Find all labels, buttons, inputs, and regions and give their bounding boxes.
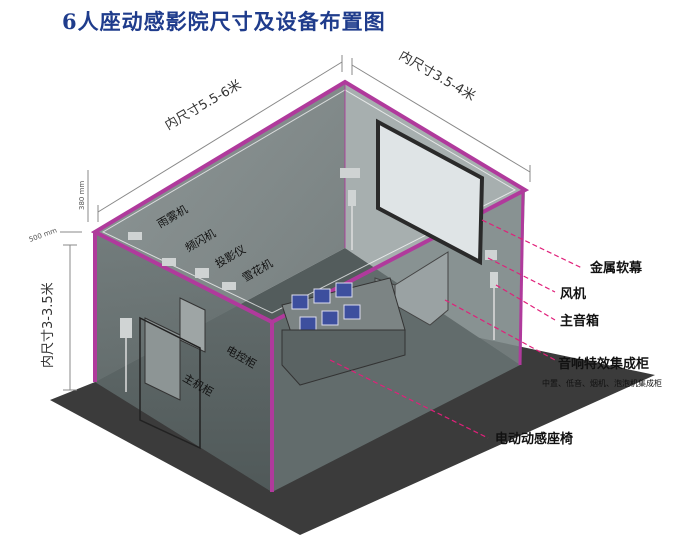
metal-screen-callout: 金属软幕: [589, 260, 643, 276]
ceiling-frame: [90, 79, 530, 325]
main-speaker-left: [120, 318, 132, 392]
edge-right: [518, 191, 525, 366]
electric-cabinet: [179, 297, 206, 353]
main-cabinet: [144, 317, 181, 401]
height-dimension-label: 内尺寸3-3.5米: [40, 282, 56, 368]
projector-device: [195, 268, 209, 278]
top-gap-label: 380 mm: [78, 181, 86, 210]
front-wall: [95, 232, 272, 492]
effects-cabinet-sub-callout: 中置、低音、烟机、泡泡机集成柜: [542, 378, 662, 388]
depth-dimension-label: 内尺寸3.5-4米: [396, 48, 478, 105]
fan-callout: 风机: [560, 286, 586, 302]
motion-seats: [281, 277, 406, 386]
rain-fog-device: [128, 232, 142, 240]
side-gap-label: 500 mm: [28, 226, 58, 244]
page-title: 6人座动感影院尺寸及设备布置图: [62, 9, 386, 34]
snow-device: [222, 282, 236, 290]
main-speaker-back: [348, 190, 356, 250]
main-speaker-callout: 主音箱: [560, 313, 599, 329]
projection-screen: [376, 118, 485, 266]
main-speaker-right: [490, 272, 498, 340]
width-dimension-label: 内尺寸5.5-6米: [162, 77, 244, 134]
motion-seats-callout: 电动动感座椅: [495, 431, 573, 447]
effects-cabinet-callout: 音响特效集成柜: [558, 356, 649, 372]
strobe-device: [162, 258, 176, 266]
